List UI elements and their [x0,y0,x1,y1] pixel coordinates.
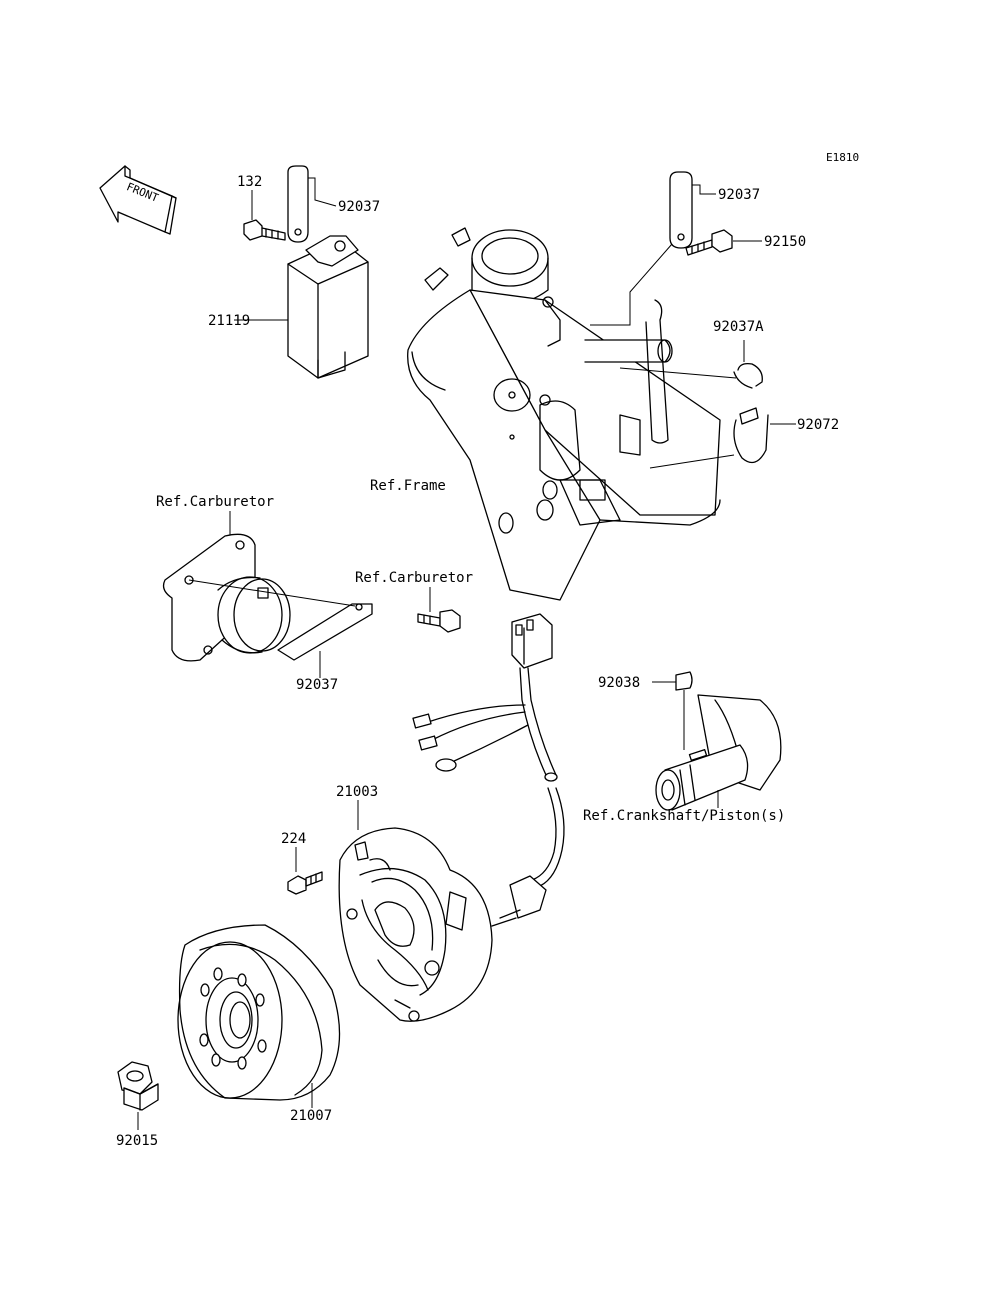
clamp-92037A: 92037A [619,319,764,389]
label-92037-frame: 92037 [718,187,760,203]
diagram-code: E1810 [826,151,859,164]
label-92037-cdi: 92037 [338,199,380,215]
label-92015: 92015 [116,1133,158,1149]
bolt-carb: Ref.Carburetor [355,570,473,633]
label-ref-carburetor-2: Ref.Carburetor [355,570,473,586]
label-224: 224 [281,831,306,847]
label-92072: 92072 [797,417,839,433]
key-92038: 92038 [598,671,693,750]
label-ref-crankshaft: Ref.Crankshaft/Piston(s) [583,808,785,824]
label-ref-carburetor-1: Ref.Carburetor [156,494,274,510]
label-21003: 21003 [336,784,378,800]
carburetor-ref: Ref.Carburetor [156,494,291,662]
label-92150: 92150 [764,234,806,250]
band-92072: 92072 [649,407,839,469]
nut-92015: 92015 [116,1061,159,1149]
label-132: 132 [237,174,262,190]
stator-21003: 21003 [336,784,493,1022]
frame-ref: Ref.Frame [370,227,721,601]
strap-92037-carb: 92037 [188,579,373,693]
bolt-92150: 92150 [685,229,806,256]
crankshaft-ref: Ref.Crankshaft/Piston(s) [583,694,785,824]
label-92037-carb: 92037 [296,677,338,693]
strap-92037-frame: 92037 [590,171,760,326]
label-92038: 92038 [598,675,640,691]
wiring-harness [412,613,565,927]
label-92037A: 92037A [713,319,764,335]
cdi-unit-21119: 21119 [208,235,369,379]
flywheel-21007: 21007 [177,924,341,1124]
bolt-132: 132 [237,174,286,241]
front-arrow-icon: FRONT [99,165,177,235]
screw-224: 224 [281,831,323,895]
label-21119: 21119 [208,313,250,329]
label-21007: 21007 [290,1108,332,1124]
strap-92037-cdi: 92037 [287,165,380,243]
label-ref-frame: Ref.Frame [370,478,446,494]
